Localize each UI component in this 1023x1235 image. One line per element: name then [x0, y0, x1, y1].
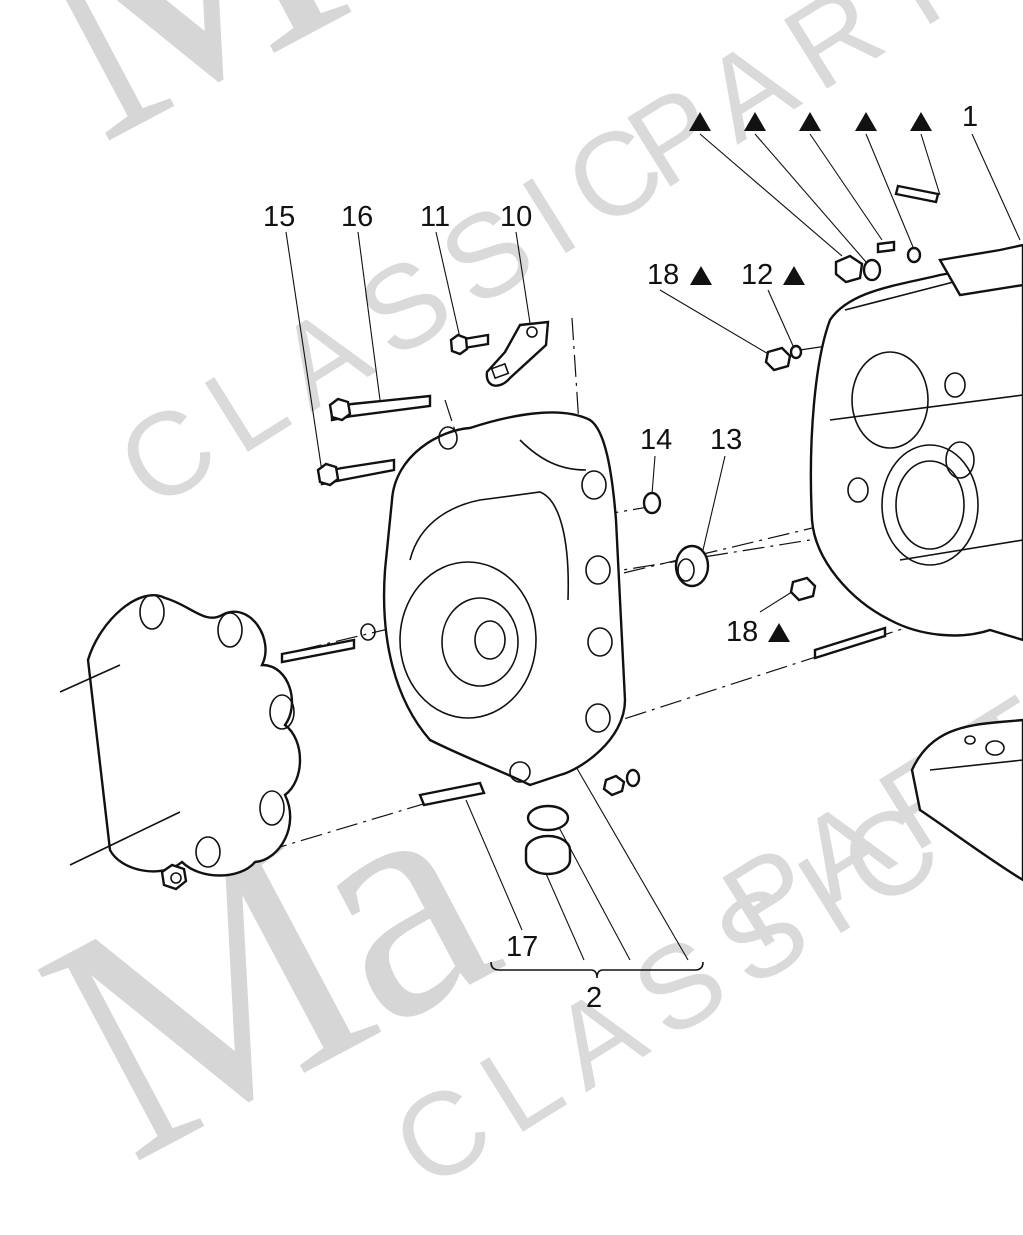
- marker-triangle: [690, 266, 712, 285]
- callout-17: 17: [506, 931, 539, 963]
- line-art: [59, 133, 1023, 979]
- marker-triangle: [783, 266, 805, 285]
- callout-2: 2: [586, 982, 603, 1014]
- bracket: [485, 320, 550, 387]
- callout-10: 10: [500, 201, 533, 233]
- callout-15: 15: [263, 201, 296, 233]
- coupling-flange: [59, 594, 302, 891]
- gearbox-housing: [809, 243, 1023, 642]
- marker-triangle: [744, 112, 766, 131]
- callout-16: 16: [341, 201, 374, 233]
- callout-13: 13: [710, 424, 743, 456]
- small-parts: [524, 184, 940, 876]
- callout-18-top: 18: [647, 259, 680, 291]
- gearbox-cover: [382, 411, 627, 787]
- marker-triangle: [689, 112, 711, 131]
- marker-triangle: [768, 623, 790, 642]
- marker-triangle: [855, 112, 877, 131]
- bolts: [280, 333, 490, 807]
- marker-triangle: [910, 112, 932, 131]
- callout-18-bottom: 18: [726, 616, 759, 648]
- callout-14: 14: [640, 424, 673, 456]
- leader-lines: [285, 133, 1021, 979]
- marker-triangle: [799, 112, 821, 131]
- callout-12: 12: [741, 259, 774, 291]
- callout-11: 11: [420, 201, 451, 233]
- callout-1: 1: [962, 101, 979, 133]
- support-bracket: [910, 718, 1023, 882]
